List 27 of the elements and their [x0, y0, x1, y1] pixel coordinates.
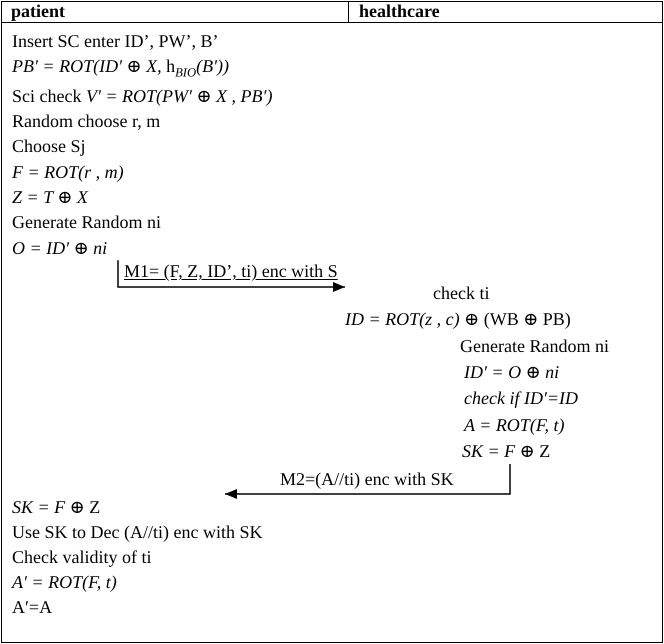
protocol-step: ID = ROT(z , c) ⊕ (WB ⊕ PB) — [345, 310, 571, 328]
protocol-step: Z = T ⊕ X — [12, 188, 88, 206]
protocol-step: A′=A — [12, 598, 52, 616]
protocol-step: ID′ = O ⊕ ni — [464, 362, 560, 381]
protocol-step: Random choose r, m — [12, 112, 160, 130]
column-header: healthcare — [349, 1, 663, 23]
protocol-step: Check validity of ti — [12, 548, 152, 566]
message-label: M2=(A//ti) enc with SK — [280, 470, 454, 488]
protocol-step: SK = F ⊕ Z — [12, 498, 100, 516]
protocol-step: Sci check V′ = ROT(PW′ ⊕ X , PB′) — [12, 86, 272, 105]
protocol-step: check ti — [433, 284, 490, 302]
protocol-step: Generate Random ni — [460, 336, 609, 355]
protocol-step: PB′ = ROT(ID′ ⊕ X, h$_{BIO}$(B′)) — [12, 57, 229, 80]
protocol-step: O = ID′ ⊕ ni — [12, 238, 108, 257]
protocol-step: F = ROT(r , m) — [12, 162, 124, 181]
protocol-step: A = ROT(F, t) — [464, 416, 564, 434]
protocol-step: SK = F ⊕ Z — [462, 442, 550, 460]
protocol-step: A′ = ROT(F, t) — [12, 572, 117, 590]
column-header: patient — [1, 1, 349, 23]
protocol-step: Generate Random ni — [12, 213, 161, 232]
protocol-step: check if ID′=ID — [464, 389, 578, 408]
message-arrow — [117, 260, 345, 292]
protocol-step: Use SK to Dec (A//ti) enc with SK — [12, 522, 262, 540]
protocol-step: Insert SC enter ID’, PW’, B’ — [12, 32, 218, 50]
message-arrow — [225, 464, 511, 499]
message-label: M1= (F, Z, ID’, ti) enc with S — [124, 262, 338, 280]
protocol-step: Choose Sj — [12, 137, 86, 156]
